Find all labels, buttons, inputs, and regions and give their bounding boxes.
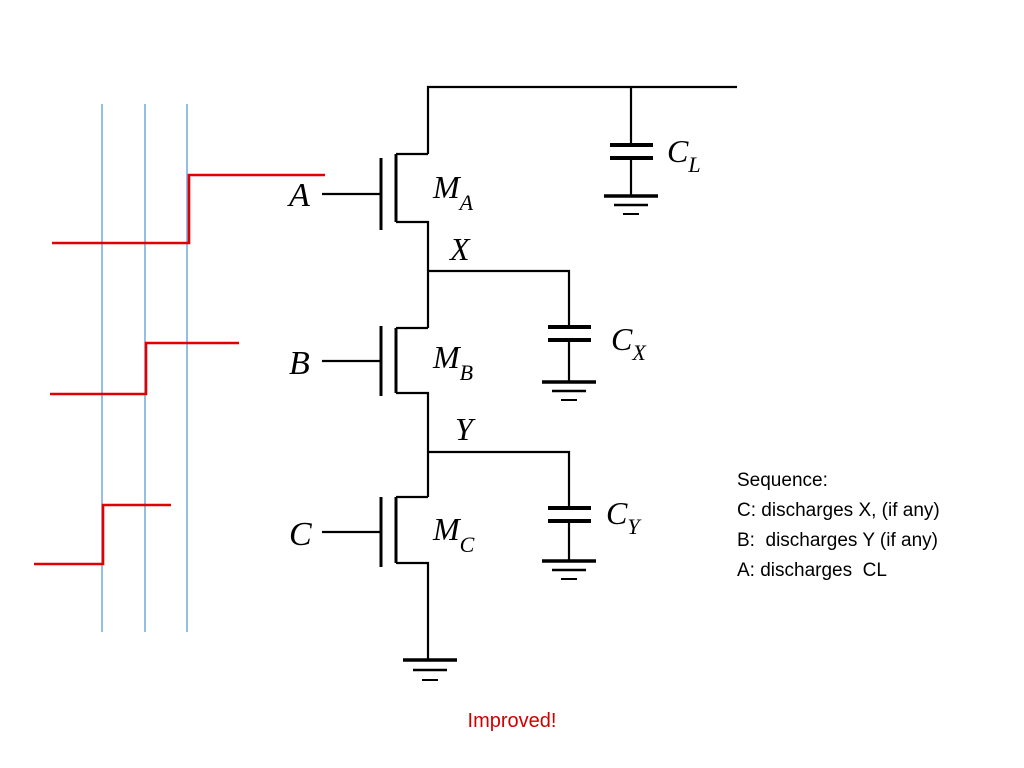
mb-source [396,391,430,497]
ground-icon [403,658,457,681]
sequence-step: B: discharges Y (if any) [737,530,939,551]
sequence-heading: Sequence: [737,470,828,491]
input-label-a: A [287,177,310,214]
sequence-step: A: discharges CL [737,560,887,581]
node-x-wire [428,269,571,326]
mc-source [396,561,430,660]
ground-symbols [403,194,658,681]
sequence-notes: Sequence: C: discharges X, (if any) B: d… [737,466,940,586]
transistor-label-mb: MB [432,339,473,385]
improved-label: Improved! [467,710,557,732]
node-label-y: Y [455,411,476,447]
input-label-b: B [289,345,310,382]
sequence-step: C: discharges X, (if any) [737,500,940,521]
waveform-c [34,503,171,566]
ground-icon [542,559,596,580]
transistor-label-ma: MA [432,169,474,215]
node-y-wire [428,450,571,507]
footer-note: Improved! [0,710,1024,733]
ma-source [396,220,430,328]
circuit-wires [322,85,737,660]
ground-icon [604,194,658,215]
ground-icon [542,380,596,401]
capacitor-plates [548,143,653,523]
waveform-a [52,173,325,245]
capacitor-label-cx: CX [611,321,647,365]
input-waveforms [34,173,325,566]
waveform-b [50,341,239,396]
timing-lines [101,104,188,632]
capacitor-label-cl: CL [667,133,701,177]
top-rail [426,85,737,154]
capacitor-label-cy: CY [606,495,642,539]
node-label-x: X [448,231,471,267]
transistor-label-mc: MC [432,511,475,557]
input-label-c: C [289,516,312,553]
